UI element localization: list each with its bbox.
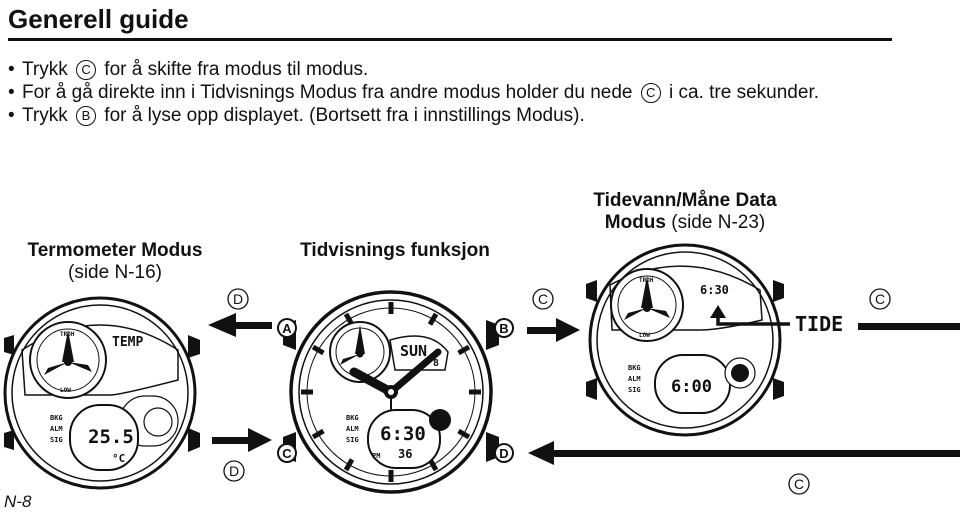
arrow-to-tidvisning [212, 428, 272, 452]
arrow-to-tidevann [527, 318, 580, 342]
dial-tag: LOW [60, 387, 71, 394]
bezel-tick [457, 344, 471, 356]
main-day-display: SUN [400, 342, 427, 360]
tide-label: TIDE [795, 312, 843, 336]
termometer-watch-icon [3, 296, 200, 490]
title-underline [8, 38, 892, 41]
tide-small-time-display: 6:30 [700, 283, 729, 297]
button-c-icon: C [640, 83, 661, 103]
tidevann-mode-page: (side N-23) [665, 212, 766, 233]
arrow-label-d-top: D [233, 291, 243, 307]
arrow-from-tidevann [858, 323, 960, 330]
page-number: N-8 [4, 492, 32, 511]
main-time-display: 6:30 [380, 423, 426, 445]
main-date-display: 8 [433, 358, 439, 369]
list-item: For å gå direkte inn i Tidvisnings Modus… [8, 81, 908, 104]
tidevann-mode-title: Tidevann/Måne Data [593, 190, 777, 211]
dial-tag: TRDH [639, 277, 654, 284]
watch-button-b: B [499, 321, 508, 336]
arrow-label-c-bottom: C [794, 476, 804, 492]
arrow-label-d-bottom: D [229, 463, 239, 479]
tidevann-watch-icon [586, 243, 790, 437]
termometer-mode-title: Termometer Modus [27, 240, 203, 261]
mode-tag: ALM [346, 425, 359, 433]
mode-tag: SIG [50, 436, 63, 444]
bullet-text: for å lyse opp displayet. (Bortsett fra … [104, 105, 585, 126]
bullet-text: For å gå direkte inn i Tidvisnings Modus… [22, 82, 633, 103]
mode-tag: BKG [346, 414, 359, 422]
temp-display-value: 25.5 [88, 426, 134, 448]
mode-tag: BKG [50, 414, 63, 422]
tidevann-mode-title-2: Modus [604, 212, 666, 233]
bezel-tick [311, 344, 325, 356]
watch-button-c: C [282, 446, 292, 461]
mode-tag: SIG [628, 386, 641, 394]
tidvisning-mode-label: Tidvisnings funksjon [300, 240, 490, 261]
bullet-text: for å skifte fra modus til modus. [104, 59, 369, 80]
bullet-text: i ca. tre sekunder. [669, 82, 819, 103]
instruction-list: Trykk C for å skifte fra modus til modus… [8, 58, 908, 127]
bezel-tick [343, 458, 355, 472]
bezel-tick [457, 428, 471, 440]
bezel-tick [427, 312, 439, 326]
watch-button-a: A [282, 321, 292, 336]
bullet-text: Trykk [22, 59, 68, 80]
arrow-to-termometer [208, 313, 272, 337]
temp-display-unit: °C [112, 452, 125, 465]
page-title: Generell guide [8, 4, 189, 34]
dial-tag: TRDH [60, 331, 75, 338]
termometer-mode-page: (side N-16) [68, 262, 162, 283]
main-pm-indicator: PM [372, 452, 380, 460]
button-b-icon: B [76, 106, 97, 126]
button-c-icon: C [76, 60, 97, 80]
watch-button-d: D [499, 446, 508, 461]
bezel-tick [311, 428, 325, 440]
arrow-label-c-top: C [538, 291, 548, 307]
tidvisning-watch-icon [283, 290, 499, 494]
mode-tag: ALM [628, 375, 641, 383]
mode-tag: BKG [628, 364, 641, 372]
arrow-return [528, 441, 960, 465]
dial-tag: LOW [639, 332, 650, 339]
list-item: Trykk C for å skifte fra modus til modus… [8, 58, 908, 81]
tide-time-display: 6:00 [671, 377, 712, 397]
mode-tag: ALM [50, 425, 63, 433]
mode-tag: SIG [346, 436, 359, 444]
temp-display-label: TEMP [112, 335, 143, 350]
arrow-label-c-right: C [875, 291, 885, 307]
tidevann-mode-label: Tidevann/Måne Data Modus (side N-23) [555, 190, 815, 234]
list-item: Trykk B for å lyse opp displayet. (Borts… [8, 104, 908, 127]
bullet-text: Trykk [22, 105, 68, 126]
main-seconds-display: 36 [398, 447, 412, 461]
termometer-mode-label: Termometer Modus (side N-16) [0, 240, 230, 284]
